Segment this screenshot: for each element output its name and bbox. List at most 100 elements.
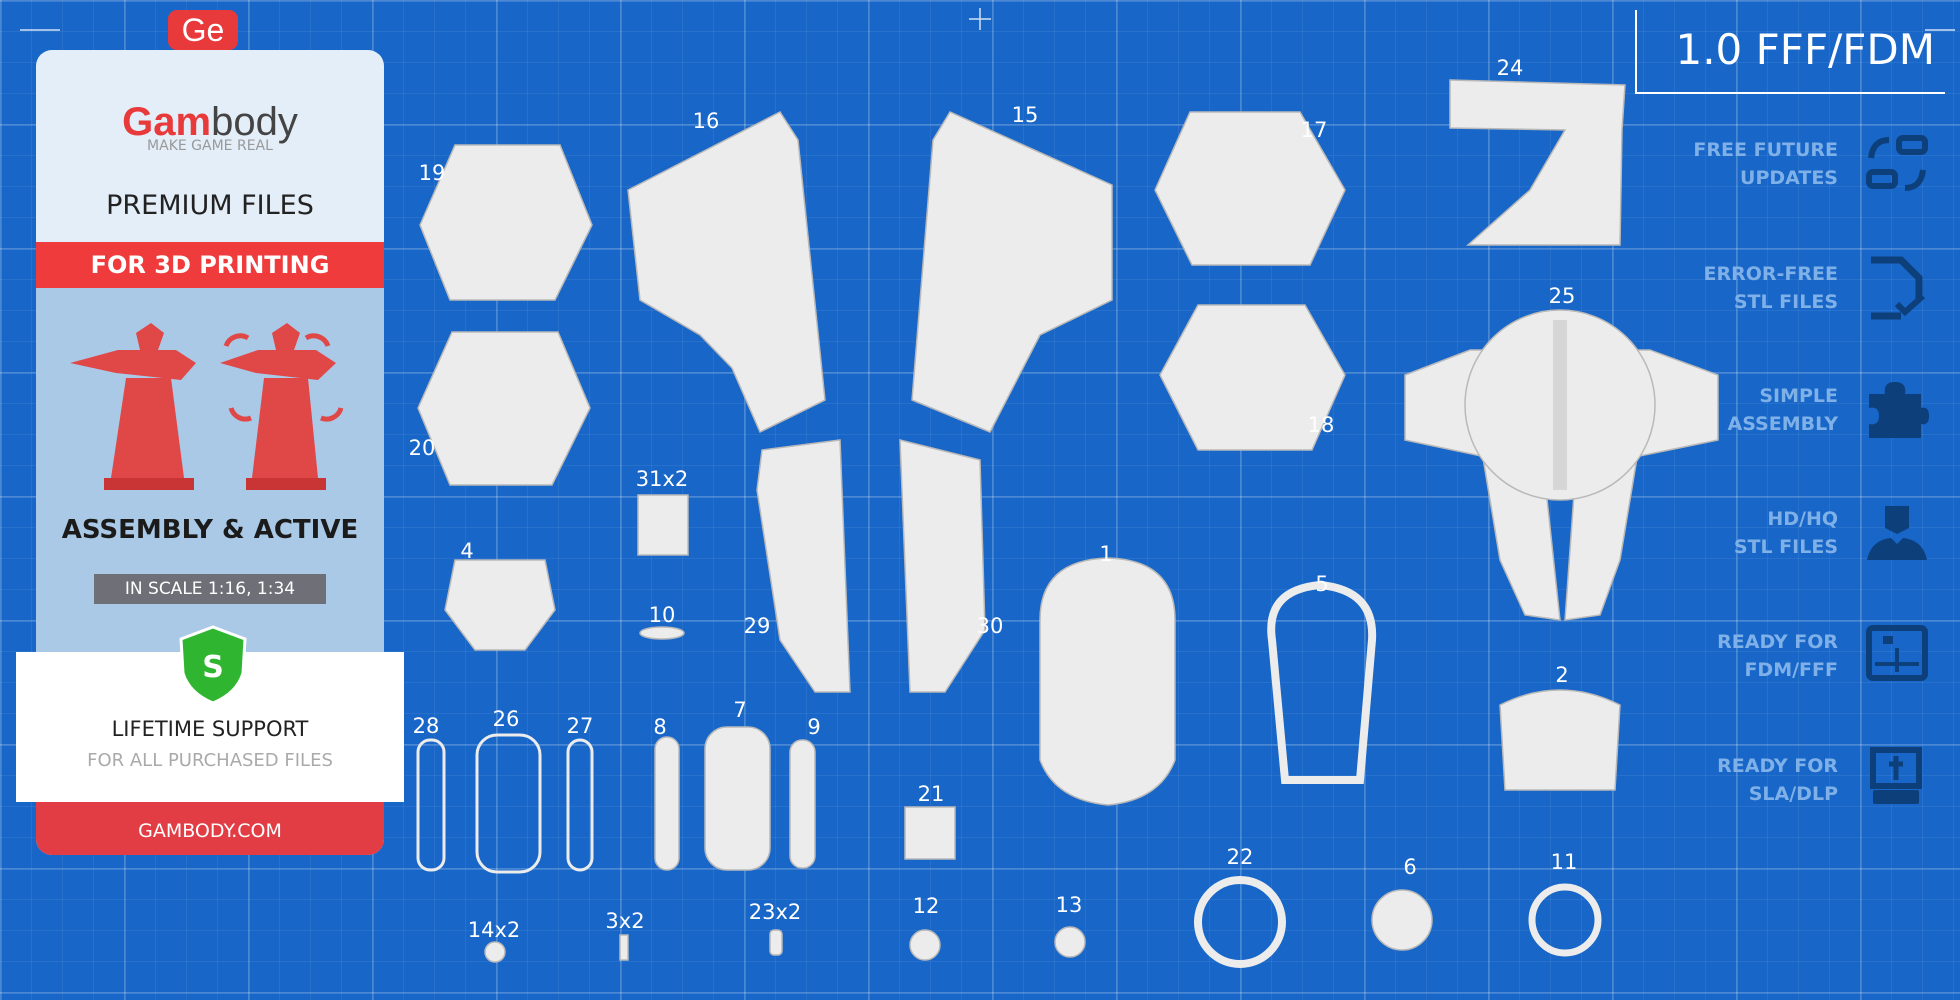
part-30 xyxy=(899,439,986,693)
part-20 xyxy=(417,331,591,486)
part-23 xyxy=(769,929,783,956)
feature-line1: READY FOR xyxy=(1717,755,1838,777)
feature-line2: STL FILES xyxy=(1733,291,1838,313)
part-14 xyxy=(484,941,506,963)
version-label: 1.0 FFF/FDM xyxy=(1635,10,1945,94)
brand-name-red: Gam xyxy=(122,100,212,144)
part-label: 13 xyxy=(1055,893,1083,917)
feature-line2: STL FILES xyxy=(1733,536,1838,558)
brand-tagline: MAKE GAME REAL xyxy=(147,138,273,154)
feature-line1: READY FOR xyxy=(1717,631,1838,653)
part-label: 29 xyxy=(743,614,771,638)
part-13 xyxy=(1054,926,1086,958)
part-label: 21 xyxy=(917,782,945,806)
website-link[interactable]: GAMBODY.COM xyxy=(36,800,384,855)
part-24 xyxy=(1449,79,1626,246)
part-29 xyxy=(756,439,851,693)
part-26 xyxy=(475,733,542,874)
assembly-figures-icon xyxy=(70,323,344,490)
support-subtitle: FOR ALL PURCHASED FILES xyxy=(87,750,333,771)
feature-hd-hq: HD/HQ STL FILES xyxy=(1578,505,1838,561)
part-11 xyxy=(1528,883,1602,957)
part-label: 20 xyxy=(408,436,436,460)
feature-line1: ERROR-FREE xyxy=(1703,263,1838,285)
feature-simple-assembly: SIMPLE ASSEMBLY xyxy=(1578,382,1839,438)
feature-line1: SIMPLE xyxy=(1759,385,1838,407)
for-3d-printing-band: FOR 3D PRINTING xyxy=(36,242,384,288)
part-label: 9 xyxy=(807,715,821,739)
feature-line2: UPDATES xyxy=(1740,167,1838,189)
part-label: 8 xyxy=(653,715,667,739)
file-check-icon xyxy=(1871,256,1925,320)
ironman-icon xyxy=(1867,506,1927,560)
assembly-active-heading: ASSEMBLY & ACTIVE xyxy=(61,515,359,545)
part-25 xyxy=(1404,309,1719,621)
part-label: 10 xyxy=(648,603,676,627)
scale-badge: IN SCALE 1:16, 1:34 xyxy=(94,574,326,604)
part-label: 16 xyxy=(692,109,720,133)
part-5 xyxy=(1267,580,1377,784)
part-label: 7 xyxy=(733,698,747,722)
part-label: 24 xyxy=(1496,56,1524,80)
feature-line2: ASSEMBLY xyxy=(1727,413,1839,435)
part-27 xyxy=(566,738,594,872)
part-label: 25 xyxy=(1548,284,1576,308)
part-31 xyxy=(637,494,689,556)
support-title: LIFETIME SUPPORT xyxy=(111,717,309,741)
part-label: 18 xyxy=(1307,413,1335,437)
feature-sla: READY FOR SLA/DLP xyxy=(1578,752,1838,808)
gambody-logo-badge: Ge xyxy=(168,10,238,50)
feature-line2: SLA/DLP xyxy=(1748,783,1838,805)
part-15 xyxy=(911,111,1113,433)
part-label: 31x2 xyxy=(635,467,689,491)
part-16 xyxy=(627,111,826,434)
part-label: 3x2 xyxy=(605,909,645,933)
part-label: 22 xyxy=(1226,845,1254,869)
feature-free-updates: FREE FUTURE UPDATES xyxy=(1578,136,1838,192)
puzzle-icon xyxy=(1869,382,1929,438)
part-label: 17 xyxy=(1300,118,1328,142)
shield-icon: S xyxy=(179,625,247,705)
part-21 xyxy=(904,806,956,860)
feature-error-free: ERROR-FREE STL FILES xyxy=(1578,260,1838,316)
part-label: 27 xyxy=(566,714,594,738)
part-label: 19 xyxy=(418,161,446,185)
sla-printer-icon xyxy=(1870,747,1922,804)
part-label: 1 xyxy=(1099,542,1113,566)
part-22 xyxy=(1194,876,1286,968)
part-label: 30 xyxy=(976,614,1004,638)
updates-icon xyxy=(1866,135,1928,191)
part-label: 5 xyxy=(1315,572,1329,596)
feature-fdm: READY FOR FDM/FFF xyxy=(1578,628,1838,684)
feature-line1: FREE FUTURE xyxy=(1693,139,1838,161)
feature-line1: HD/HQ xyxy=(1767,508,1838,530)
part-label: 15 xyxy=(1011,103,1039,127)
part-9 xyxy=(789,739,816,869)
part-label: 23x2 xyxy=(748,900,802,924)
part-7 xyxy=(704,726,771,871)
fdm-printer-icon xyxy=(1866,625,1928,681)
part-10 xyxy=(639,626,685,640)
part-label: 11 xyxy=(1550,850,1578,874)
part-28 xyxy=(416,738,446,872)
part-label: 14x2 xyxy=(467,918,521,942)
part-label: 6 xyxy=(1403,855,1417,879)
part-1 xyxy=(1039,557,1176,806)
brand-name: Gambody xyxy=(36,100,384,145)
part-8 xyxy=(654,736,680,871)
part-label: 26 xyxy=(492,707,520,731)
part-19 xyxy=(419,144,593,301)
part-18 xyxy=(1159,304,1346,451)
crosshair-marks xyxy=(20,8,1955,31)
part-17 xyxy=(1154,111,1346,266)
part-4 xyxy=(444,559,556,651)
part-6 xyxy=(1371,889,1433,951)
part-label: 12 xyxy=(912,894,940,918)
part-12 xyxy=(909,929,941,961)
part-label: 2 xyxy=(1555,663,1569,687)
feature-line2: FDM/FFF xyxy=(1744,659,1838,681)
part-label: 28 xyxy=(412,714,440,738)
part-label: 4 xyxy=(460,539,474,563)
premium-files-heading: PREMIUM FILES xyxy=(106,190,314,221)
shield-letter: S xyxy=(202,650,224,685)
